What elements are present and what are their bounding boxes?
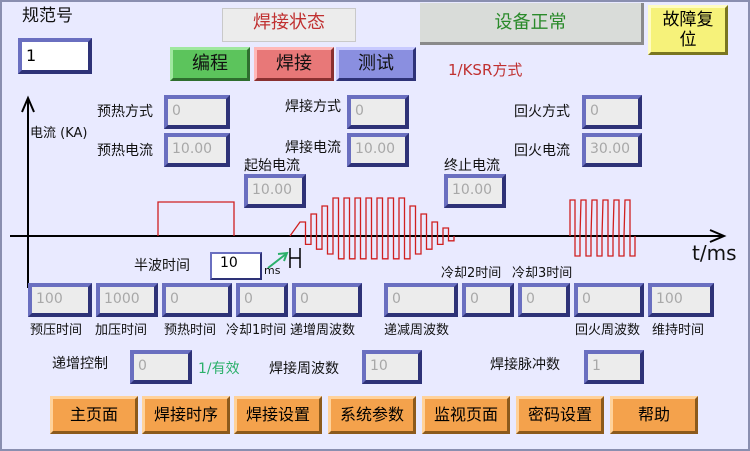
end-current-input[interactable]: 10.00 bbox=[444, 174, 506, 208]
timing-label-preheat: 预热时间 bbox=[164, 323, 217, 338]
timing-label-cool3: 冷却3时间 bbox=[512, 266, 573, 281]
temper-current-input[interactable]: 30.00 bbox=[582, 133, 642, 167]
start-current-input[interactable]: 10.00 bbox=[244, 174, 306, 208]
weld-pulses-label: 焊接脉冲数 bbox=[490, 357, 560, 373]
weld-cycles-input[interactable]: 10 bbox=[362, 350, 422, 384]
weld-waveform-graph bbox=[10, 95, 727, 288]
nav-password-settings-button[interactable]: 密码设置 bbox=[516, 396, 604, 434]
timing-field-upslope[interactable]: 0 bbox=[292, 283, 362, 317]
nav-system-params-button[interactable]: 系统参数 bbox=[328, 396, 416, 434]
end-current-label: 终止电流 bbox=[444, 158, 500, 174]
y-axis-arrow bbox=[21, 95, 35, 113]
preheat-current-input[interactable]: 10.00 bbox=[164, 133, 230, 167]
weld-current-label: 焊接电流 bbox=[285, 140, 341, 156]
timing-field-cool2[interactable]: 0 bbox=[462, 283, 514, 317]
temper-current-label: 回火电流 bbox=[514, 143, 570, 159]
timing-field-cool1[interactable]: 0 bbox=[236, 283, 288, 317]
preheat-current-label: 预热电流 bbox=[97, 143, 153, 159]
preheat-mode-input[interactable]: 0 bbox=[164, 95, 230, 129]
nav-main-page-button[interactable]: 主页面 bbox=[50, 396, 138, 434]
weld-mode-input[interactable]: 0 bbox=[347, 95, 409, 129]
spec-number-input[interactable]: 1 bbox=[18, 38, 92, 74]
mode-text: 1/KSR方式 bbox=[448, 61, 523, 79]
timing-label-downslope: 递减周波数 bbox=[384, 323, 450, 338]
half-wave-label: 半波时间 bbox=[134, 258, 190, 274]
x-axis-label: t/ms bbox=[692, 241, 737, 265]
preheat-mode-label: 预热方式 bbox=[97, 104, 153, 120]
preheat-pulse bbox=[157, 201, 235, 236]
weld-pulse-train bbox=[289, 197, 455, 260]
device-status-display: 设备正常 bbox=[420, 3, 644, 45]
increment-control-input[interactable]: 0 bbox=[130, 350, 192, 384]
weld-mode-label: 焊接方式 bbox=[285, 99, 341, 115]
timing-field-press[interactable]: 1000 bbox=[96, 283, 158, 317]
timing-field-hold[interactable]: 100 bbox=[648, 283, 714, 317]
temper-mode-label: 回火方式 bbox=[514, 104, 570, 120]
timing-field-downslope[interactable]: 0 bbox=[384, 283, 458, 317]
half-wave-unit: ms bbox=[264, 264, 281, 277]
nav-help-button[interactable]: 帮助 bbox=[610, 396, 698, 434]
timing-field-preheat[interactable]: 0 bbox=[162, 283, 232, 317]
timing-field-prepress[interactable]: 100 bbox=[28, 283, 92, 317]
weld-current-input[interactable]: 10.00 bbox=[347, 133, 409, 167]
temper-pulse-train bbox=[569, 199, 636, 257]
y-axis-label: 电流 (KA) bbox=[30, 126, 88, 141]
temper-mode-input[interactable]: 0 bbox=[582, 95, 642, 129]
weld-pulses-input[interactable]: 1 bbox=[584, 350, 644, 384]
timing-label-cool2: 冷却2时间 bbox=[441, 266, 502, 281]
x-axis-arrow bbox=[709, 229, 727, 243]
increment-control-label: 递增控制 bbox=[52, 356, 108, 372]
timing-label-upslope: 递增周波数 bbox=[290, 323, 356, 338]
fault-reset-button[interactable]: 故障复位 bbox=[648, 5, 728, 55]
timing-label-cool1: 冷却1时间 bbox=[226, 323, 287, 338]
half-wave-pointer-arrow bbox=[267, 253, 287, 269]
tab-program[interactable]: 编程 bbox=[170, 47, 250, 81]
weld-cycles-label: 焊接周波数 bbox=[269, 361, 339, 377]
timing-field-cool3[interactable]: 0 bbox=[518, 283, 570, 317]
waveform-trace bbox=[157, 197, 636, 260]
weld-status-display: 焊接状态 bbox=[222, 8, 356, 42]
half-wave-input[interactable]: 10 bbox=[210, 252, 262, 280]
timing-field-temper-cycles[interactable]: 0 bbox=[574, 283, 644, 317]
nav-weld-settings-button[interactable]: 焊接设置 bbox=[234, 396, 322, 434]
nav-monitor-page-button[interactable]: 监视页面 bbox=[422, 396, 510, 434]
timing-label-prepress: 预压时间 bbox=[30, 323, 83, 338]
timing-label-hold: 维持时间 bbox=[652, 323, 705, 338]
increment-note: 1/有效 bbox=[198, 361, 240, 377]
spec-number-label: 规范号 bbox=[22, 6, 73, 26]
tab-test[interactable]: 测试 bbox=[336, 47, 416, 81]
nav-weld-timing-button[interactable]: 焊接时序 bbox=[142, 396, 230, 434]
timing-label-press: 加压时间 bbox=[95, 323, 148, 338]
tab-weld[interactable]: 焊接 bbox=[254, 47, 334, 81]
half-wave-pointer-head bbox=[277, 251, 289, 262]
timing-label-temper-cycles: 回火周波数 bbox=[575, 323, 641, 338]
start-current-label: 起始电流 bbox=[244, 158, 300, 174]
